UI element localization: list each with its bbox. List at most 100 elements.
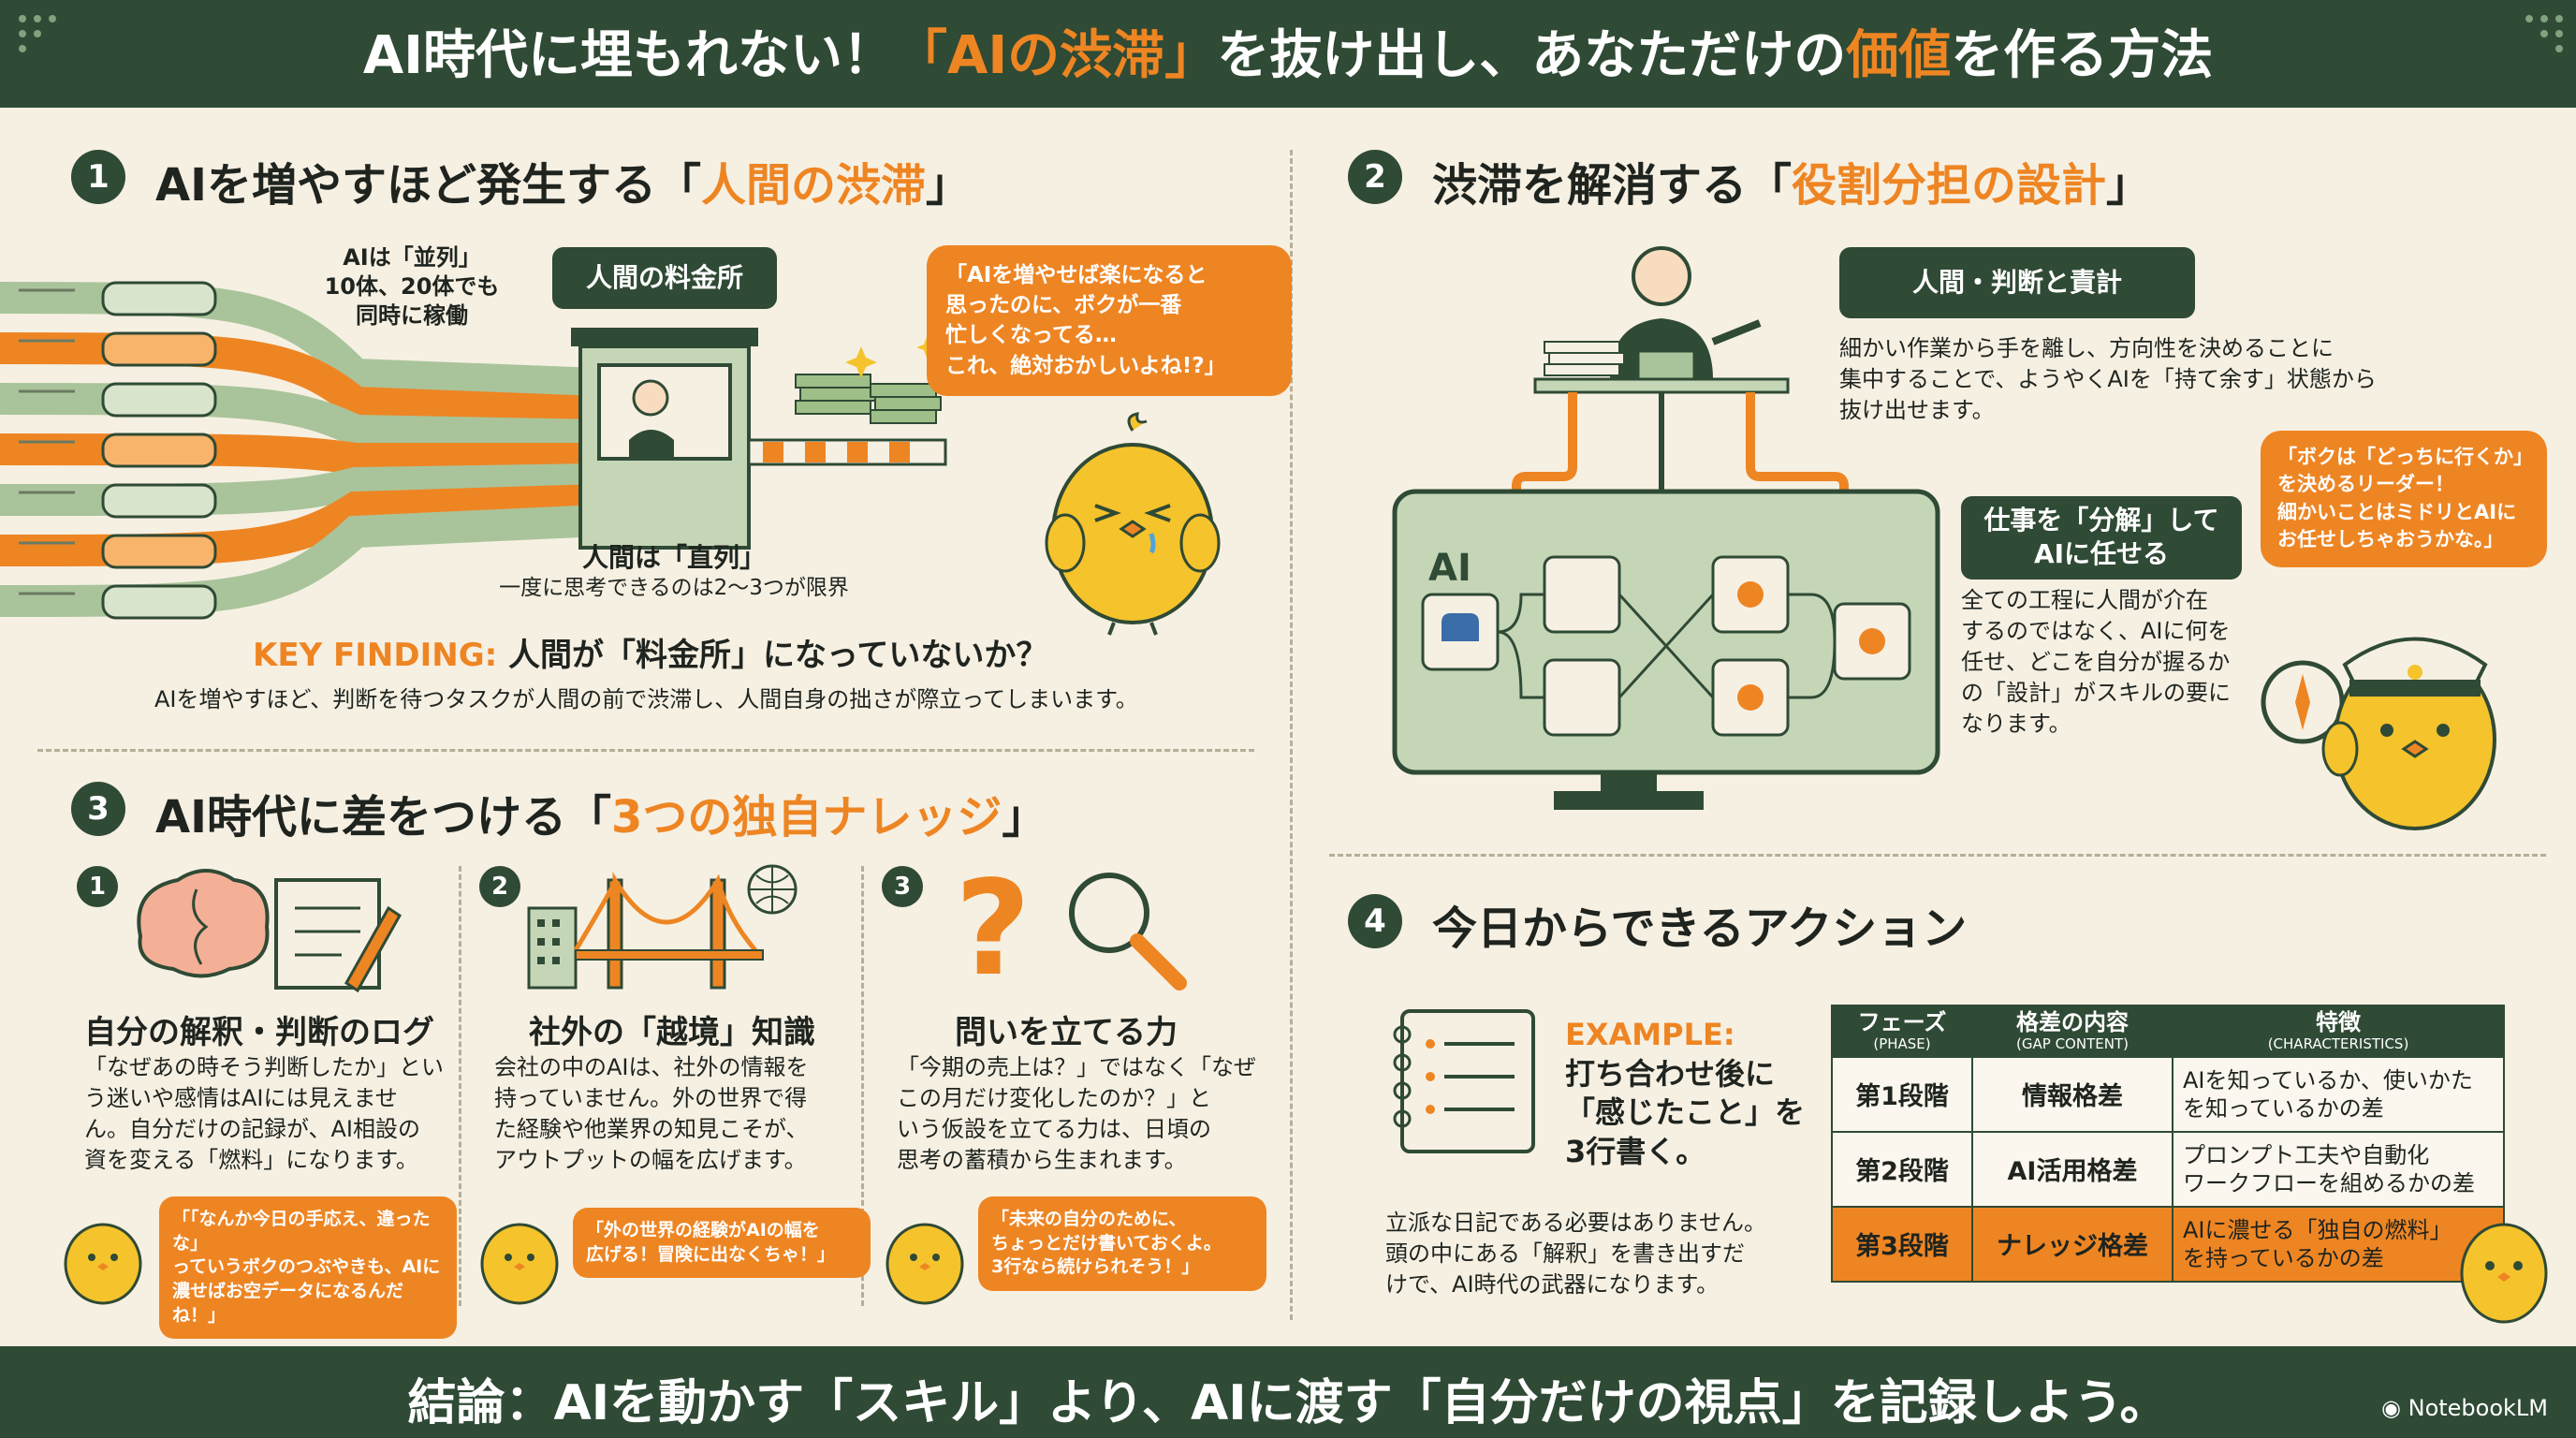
section3-title: AI時代に差をつける「3つの独自ナレッジ」 — [155, 780, 1046, 845]
knowledge1-body-line2: う迷いや感情はAIには見えませ — [84, 1085, 398, 1112]
knowledge1-bubble-line1: 「「なんか今日の手応え、違ったな」 — [172, 1209, 431, 1254]
section2-number-badge: 2 — [1348, 150, 1402, 204]
row2-gap: AI活用格差 — [1971, 1130, 2174, 1208]
header-phase-main: フェーズ — [1857, 1009, 1947, 1035]
tollbooth-label: 人間の料金所 — [552, 247, 777, 309]
role-design-illustration — [1385, 239, 1966, 819]
notebooklm-logo-icon: ◉ — [2381, 1395, 2408, 1421]
human-role-desc-line2: 集中することで、ようやくAIを「持て余す」状態から — [1839, 366, 2377, 393]
knowledge3-speech-bubble: 「未来の自分のために、 ちょっとだけ書いておくよ。 3行なら続けられそう！」 — [978, 1196, 1266, 1291]
section2-title: 渋滞を解消する「役割分担の設計」 — [1432, 148, 2151, 213]
action-desc-line1: 立派な日記である必要はありません。 — [1385, 1210, 1767, 1236]
header-char-sub: (CHARACTERISTICS) — [2267, 1034, 2409, 1052]
header-phase-sub: (PHASE) — [1873, 1034, 1931, 1052]
knowledge3-body-line3: いう仮設を立てる力は、日頃の — [897, 1116, 1211, 1143]
brand-name: NotebookLM — [2408, 1395, 2548, 1421]
row1-char-line1: AIを知っているか、使いかた — [2183, 1066, 2473, 1093]
example-label: EXAMPLE: — [1565, 1017, 1735, 1052]
table-header-characteristics: 特徴(CHARACTERISTICS) — [2172, 1005, 2505, 1058]
worried-chick-illustration — [1039, 412, 1226, 637]
knowledge2-body-line3: た経験や他業界の知見こそが、 — [494, 1116, 809, 1143]
notebooklm-brand: ◉ NotebookLM — [2381, 1395, 2548, 1421]
section1-title-prefix: AIを増やすほど発生する「 — [155, 159, 702, 212]
section1-title: AIを増やすほど発生する「人間の渋滞」 — [155, 148, 971, 213]
header-gap-sub: (GAP CONTENT) — [2016, 1034, 2129, 1052]
example-line1: 打ち合わせ後に — [1565, 1055, 1776, 1092]
row2-phase: 第2段階 — [1831, 1130, 1973, 1208]
knowledge1-body: 「なぜあの時そう判断したか」とい う迷いや感情はAIには見えませ ん。自分だけの… — [84, 1052, 444, 1176]
title-part3: を作る方法 — [1951, 25, 2214, 86]
table-header-phase: フェーズ(PHASE) — [1831, 1005, 1973, 1058]
svg-text:?: ? — [955, 861, 1031, 992]
action-desc-line2: 頭の中にある「解釈」を書き出すだ — [1385, 1240, 1745, 1268]
title-part1: AI時代に埋もれない！ — [362, 25, 895, 86]
knowledge2-body-line2: 持っていません。外の世界で得 — [494, 1085, 808, 1112]
decompose-description: 全ての工程に人間が介在 するのではなく、AIに何を 任せ、どこを自分が握るか の… — [1961, 585, 2231, 741]
human-role-desc-line1: 細かい作業から手を離し、方向性を決めることに — [1839, 335, 2334, 361]
knowledge3-body: 「今期の売上は？」ではなく「なぜ この月だけ変化したのか？」と いう仮設を立てる… — [897, 1052, 1256, 1176]
section3-number-badge: 3 — [71, 782, 125, 836]
key-finding-text: 人間が「料金所」になっていないか？ — [508, 637, 1048, 674]
section2-chick-speech-bubble: 「ボクは「どっちに行くか」 を決めるリーダー！ 細かいことはミドリとAIに お任… — [2261, 431, 2547, 567]
human-serial-note: 人間は「直列」 一度に思考できるのは2〜3つが限界 — [459, 541, 889, 603]
row3-char-line2: を持っているかの差 — [2183, 1244, 2384, 1271]
section1-title-suffix: 」 — [926, 159, 972, 212]
ai-parallel-line2: 10体、20体でも — [324, 273, 500, 301]
section1-bubble-line3: 忙しくなってる… — [945, 323, 1117, 348]
row3-phase: 第3段階 — [1831, 1205, 1973, 1283]
knowledge2-number: 2 — [479, 866, 520, 907]
knowledge3-body-line1: 「今期の売上は？」ではなく「なぜ — [897, 1054, 1256, 1080]
header-bar — [0, 0, 2576, 108]
decompose-label: 仕事を「分解」して AIに任せる — [1961, 496, 2242, 580]
knowledge2-body-line4: アウトプットの幅を広げます。 — [494, 1147, 807, 1174]
title-highlight-ai-traffic: 「AIの渋滞」 — [895, 25, 1218, 86]
knowledge3-number: 3 — [882, 866, 923, 907]
section4-chick — [2452, 1208, 2555, 1329]
brain-notebook-icon — [122, 861, 402, 993]
knowledge1-chick — [56, 1212, 150, 1306]
knowledge1-number: 1 — [77, 866, 118, 907]
section1-bubble-line2: 思ったのに、ボクが一番 — [945, 293, 1182, 318]
human-serial-line1: 人間は「直列」 — [581, 542, 766, 573]
section2-bubble-line4: お任せしちゃおうかな。」 — [2277, 528, 2504, 551]
knowledge3-bubble-line1: 「未来の自分のために、 — [991, 1209, 1187, 1229]
knowledge3-bubble-line3: 3行なら続けられそう！」 — [991, 1256, 1200, 1278]
action-desc-line3: けで、AI時代の武器になります。 — [1385, 1271, 1720, 1299]
section1-chick-speech-bubble: 「AIを増やせば楽になると 思ったのに、ボクが一番 忙しくなってる… これ、絶対… — [927, 245, 1292, 396]
decompose-label-line2: AIに任せる — [2033, 538, 2170, 570]
gap-phase-table: フェーズ(PHASE) 格差の内容(GAP CONTENT) 特徴(CHARAC… — [1831, 1005, 2505, 1283]
title-highlight-value: 価値 — [1846, 25, 1952, 86]
section2-title-prefix: 渋滞を解消する「 — [1432, 159, 1793, 212]
knowledge2-bubble-line2: 広げる！冒険に出なくちゃ！」 — [586, 1243, 836, 1265]
section3-title-prefix: AI時代に差をつける「 — [155, 791, 612, 844]
knowledge3-bubble-line2: ちょっとだけ書いておくよ。 — [991, 1232, 1222, 1254]
knowledge3-chick — [878, 1212, 972, 1306]
row1-char-line2: を知っているかの差 — [2183, 1094, 2384, 1122]
divider-right-horizontal — [1329, 854, 2546, 857]
row1-phase: 第1段階 — [1831, 1055, 1973, 1133]
knowledge1-bubble-line2: っていうボクのつぶやきも、AIに — [172, 1256, 441, 1278]
section3-title-suffix: 」 — [1002, 791, 1047, 844]
ai-traffic-lanes-illustration — [0, 271, 973, 627]
human-role-label: 人間・判断と責計 — [1839, 247, 2195, 318]
section1-bubble-line1: 「AIを増やせば楽になると — [945, 263, 1208, 287]
row3-char-line1: AIに濃せる「独自の燃料」 — [2183, 1216, 2452, 1243]
divider-left-horizontal — [37, 749, 1254, 752]
knowledge1-speech-bubble: 「「なんか今日の手応え、違ったな」 っていうボクのつぶやきも、AIに 濃せばお空… — [159, 1196, 457, 1340]
table-row-highlighted: 第3段階 ナレッジ格差 AIに濃せる「独自の燃料」を持っているかの差 — [1831, 1205, 2505, 1283]
decompose-desc-line4: の「設計」がスキルの要に — [1961, 680, 2231, 707]
knowledge2-body: 会社の中のAIは、社外の情報を 持っていません。外の世界で得 た経験や他業界の知… — [494, 1052, 809, 1176]
knowledge1-body-line4: 資を変える「燃料」になります。 — [84, 1147, 418, 1174]
table-header-row: フェーズ(PHASE) 格差の内容(GAP CONTENT) 特徴(CHARAC… — [1831, 1005, 2505, 1058]
human-role-desc-line3: 抜け出せます。 — [1839, 397, 1995, 424]
human-role-description: 細かい作業から手を離し、方向性を決めることに 集中することで、ようやくAIを「持… — [1839, 333, 2377, 426]
decompose-desc-line2: するのではなく、AIに何を — [1961, 618, 2231, 645]
decompose-desc-line3: 任せ、どこを自分が握るか — [1961, 649, 2231, 676]
table-row: 第1段階 情報格差 AIを知っているか、使いかたを知っているかの差 — [1831, 1055, 2505, 1133]
section3-divider-2 — [861, 866, 864, 1306]
decompose-desc-line5: なります。 — [1961, 711, 2071, 738]
knowledge1-body-line3: ん。自分だけの記録が、AI相設の — [84, 1116, 421, 1143]
human-serial-line2: 一度に思考できるのは2〜3つが限界 — [499, 576, 849, 601]
header-dots-left — [17, 13, 73, 69]
section2-title-highlight: 役割分担の設計 — [1792, 159, 2107, 212]
